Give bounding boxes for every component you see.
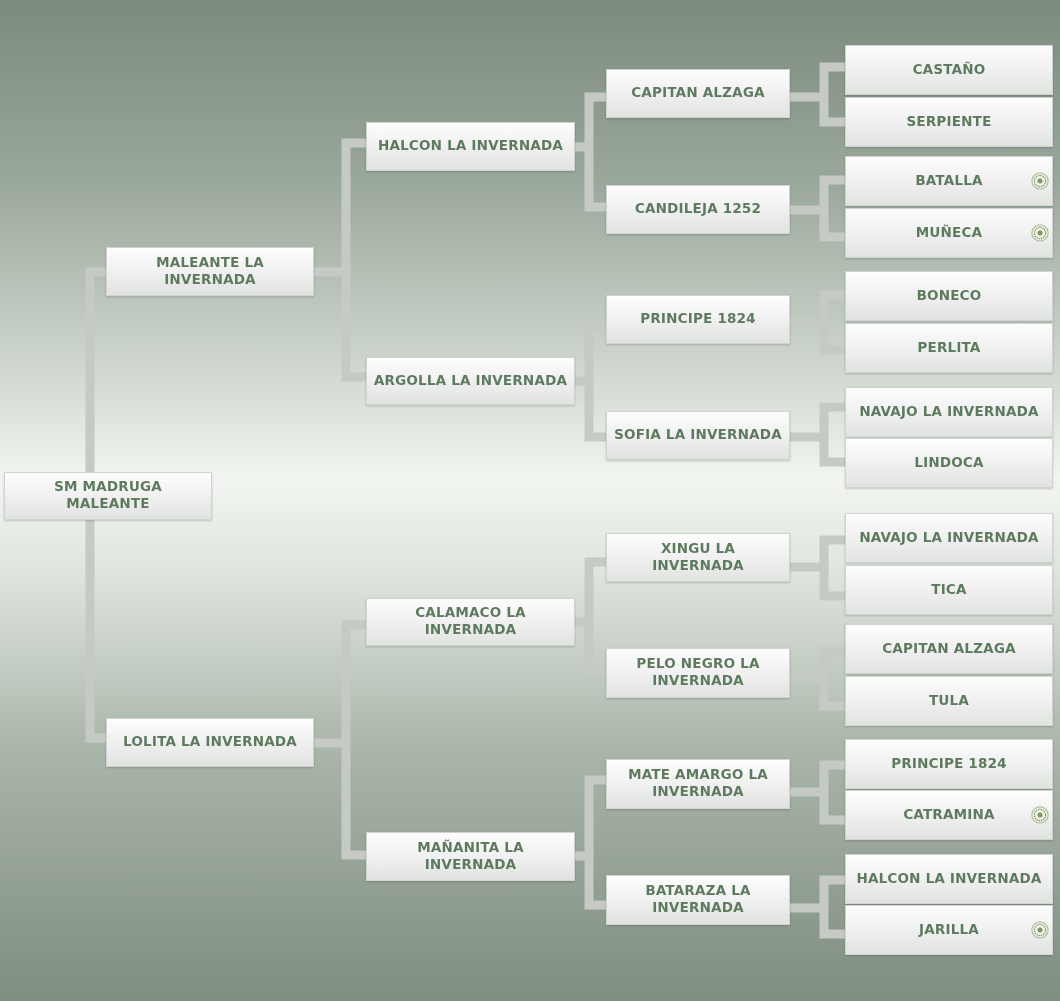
- rosette-seal-icon: [1031, 224, 1049, 242]
- connector-principe: [785, 290, 850, 355]
- gg-grandparent-12[interactable]: TULA: [845, 676, 1053, 726]
- connector-pelonegro: [785, 647, 850, 711]
- sire-sire[interactable]: HALCON LA INVERNADA: [366, 122, 575, 171]
- gg-grandparent-7-label: NAVAJO LA INVERNADA: [859, 403, 1039, 420]
- connector-sofia: [785, 402, 850, 467]
- gg-grandparent-3-label: BATALLA: [915, 172, 983, 189]
- connector-mananita: [570, 775, 611, 910]
- gg-grandparent-6[interactable]: PERLITA: [845, 323, 1053, 373]
- gg-grandparent-10-label: TICA: [931, 581, 967, 598]
- dam-dam[interactable]: MAÑANITA LA INVERNADA: [366, 832, 575, 881]
- gg-grandparent-5-label: BONECO: [916, 287, 982, 304]
- gg-grandparent-1-label: CASTAÑO: [912, 61, 986, 78]
- connector-capitan: [785, 62, 850, 127]
- gg-grandparent-3[interactable]: BATALLA: [845, 156, 1053, 206]
- gg-grandparent-11[interactable]: CAPITAN ALZAGA: [845, 624, 1053, 674]
- gg-grandparent-16-label: JARILLA: [919, 921, 979, 938]
- rosette-seal-icon: [1031, 921, 1049, 939]
- connector-mateamargo: [785, 760, 850, 825]
- subject-horse[interactable]: SM MADRUGA MALEANTE: [4, 472, 212, 520]
- gg-grandparent-15-label: HALCON LA INVERNADA: [856, 870, 1042, 887]
- gg-grandparent-13-label: PRINCIPE 1824: [891, 755, 1007, 772]
- gg-grandparent-14-label: CATRAMINA: [903, 806, 995, 823]
- connector-bataraza: [785, 875, 850, 939]
- connector-xingu: [785, 535, 850, 601]
- gg-grandparent-14[interactable]: CATRAMINA: [845, 790, 1053, 840]
- sire-dam[interactable]: ARGOLLA LA INVERNADA: [366, 357, 575, 405]
- gg-grandparent-2[interactable]: SERPIENTE: [845, 97, 1053, 147]
- great-grandparent-4[interactable]: SOFIA LA INVERNADA: [606, 411, 790, 460]
- connector-calamaco: [570, 557, 611, 677]
- gg-grandparent-8-label: LINDOCA: [914, 454, 984, 471]
- great-grandparent-3[interactable]: PRINCIPE 1824: [606, 295, 790, 344]
- gg-grandparent-1[interactable]: CASTAÑO: [845, 45, 1053, 95]
- gg-grandparent-8[interactable]: LINDOCA: [845, 438, 1053, 488]
- gg-grandparent-15[interactable]: HALCON LA INVERNADA: [845, 854, 1053, 904]
- connector-halcon: [570, 92, 611, 212]
- gg-grandparent-10[interactable]: TICA: [845, 565, 1053, 615]
- gg-grandparent-16[interactable]: JARILLA: [845, 905, 1053, 955]
- dam[interactable]: LOLITA LA INVERNADA: [106, 718, 314, 767]
- connector-sire: [309, 138, 371, 382]
- gg-grandparent-9[interactable]: NAVAJO LA INVERNADA: [845, 513, 1053, 563]
- rosette-seal-icon: [1031, 172, 1049, 190]
- dam-sire[interactable]: CALAMACO LA INVERNADA: [366, 598, 575, 646]
- gg-grandparent-6-label: PERLITA: [917, 339, 981, 356]
- gg-grandparent-5[interactable]: BONECO: [845, 271, 1053, 321]
- great-grandparent-8[interactable]: BATARAZA LA INVERNADA: [606, 875, 790, 925]
- great-grandparent-6[interactable]: PELO NEGRO LA INVERNADA: [606, 648, 790, 698]
- great-grandparent-7[interactable]: MATE AMARGO LA INVERNADA: [606, 759, 790, 809]
- rosette-seal-icon: [1031, 806, 1049, 824]
- great-grandparent-1[interactable]: CAPITAN ALZAGA: [606, 69, 790, 118]
- sire[interactable]: MALEANTE LA INVERNADA: [106, 247, 314, 296]
- gg-grandparent-9-label: NAVAJO LA INVERNADA: [859, 529, 1039, 546]
- great-grandparent-5[interactable]: XINGU LA INVERNADA: [606, 533, 790, 582]
- gg-grandparent-4-label: MUÑECA: [915, 224, 983, 241]
- great-grandparent-2[interactable]: CANDILEJA 1252: [606, 185, 790, 234]
- connector-candileja: [785, 175, 850, 242]
- connector-subject: [85, 267, 111, 743]
- gg-grandparent-2-label: SERPIENTE: [906, 113, 992, 130]
- connector-dam: [309, 620, 371, 860]
- gg-grandparent-4[interactable]: MUÑECA: [845, 208, 1053, 258]
- connector-argolla: [570, 321, 611, 442]
- gg-grandparent-11-label: CAPITAN ALZAGA: [882, 640, 1016, 657]
- gg-grandparent-7[interactable]: NAVAJO LA INVERNADA: [845, 387, 1053, 437]
- gg-grandparent-13[interactable]: PRINCIPE 1824: [845, 739, 1053, 789]
- gg-grandparent-12-label: TULA: [928, 692, 970, 709]
